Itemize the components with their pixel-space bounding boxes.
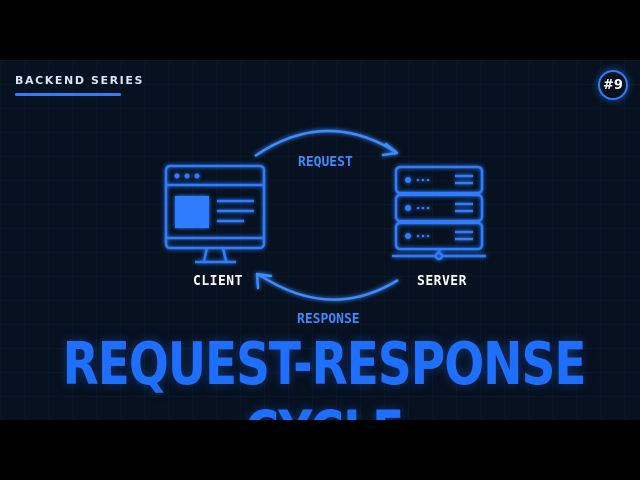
request-response-diagram: REQUEST CLIENT SERVER RESPONSE: [0, 60, 640, 420]
response-arrow: [255, 272, 399, 301]
response-label: RESPONSE: [297, 312, 360, 327]
episode-badge: #9: [598, 70, 628, 100]
request-label: REQUEST: [298, 155, 353, 170]
monitor-browser-icon: [164, 164, 266, 264]
series-label: BACKEND SERIES: [15, 74, 145, 87]
background-grid: [0, 60, 640, 420]
server-label: SERVER: [417, 274, 467, 289]
diagram-graphics: [164, 129, 486, 301]
request-arrow: [254, 129, 399, 158]
client-label: CLIENT: [193, 274, 243, 289]
headline-title: REQUEST-RESPONSE CYCLE: [62, 330, 587, 420]
series-underline: [15, 93, 121, 96]
server-rack-icon: [392, 165, 486, 261]
thumbnail-frame: BACKEND SERIES #9: [0, 60, 640, 420]
